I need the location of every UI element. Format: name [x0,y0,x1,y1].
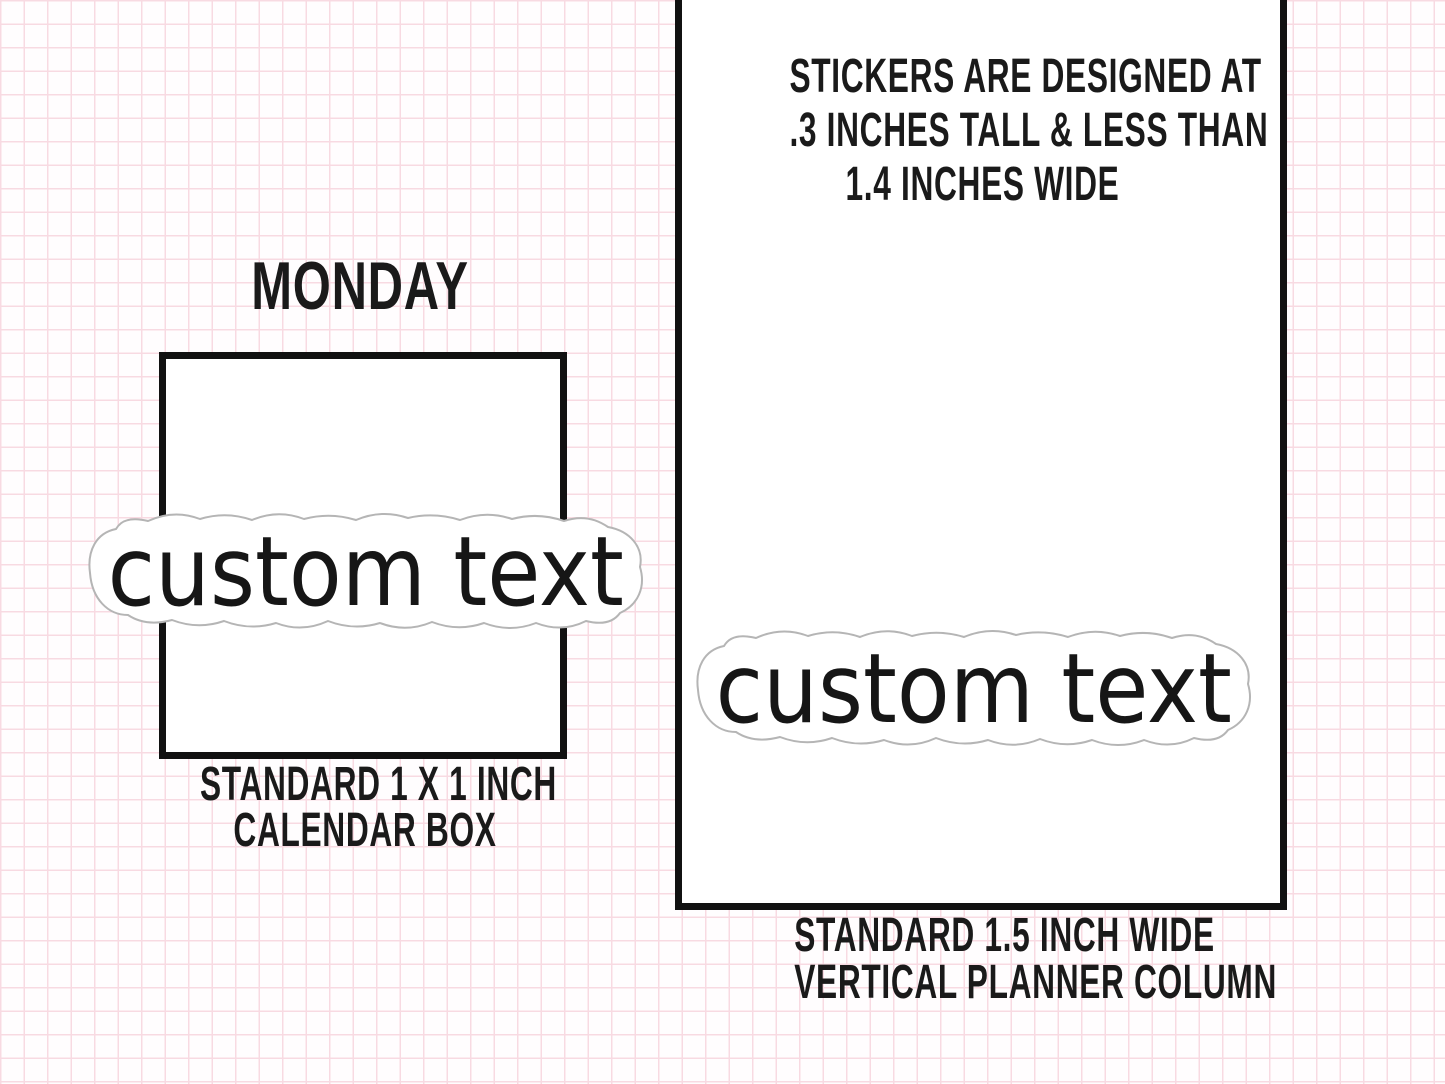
caption-line: STANDARD 1 X 1 INCH [200,758,557,811]
sticker-diecut-outline [88,513,643,629]
caption-line: CALENDAR BOX [233,804,497,857]
note-line: .3 INCHES TALL & LESS THAN [789,104,1269,157]
calendar-box-caption: STANDARD 1 X 1 INCH CALENDAR BOX [200,758,557,857]
note-line: STICKERS ARE DESIGNED AT [789,50,1262,103]
planner-column-caption: STANDARD 1.5 INCH WIDE VERTICAL PLANNER … [794,909,1277,1009]
sticker-diecut-outline [696,630,1251,746]
design-size-note: STICKERS ARE DESIGNED AT .3 INCHES TALL … [789,50,1269,212]
caption-line: VERTICAL PLANNER COLUMN [794,956,1277,1009]
note-line: 1.4 INCHES WIDE [845,158,1120,211]
day-label: MONDAY [251,248,469,324]
custom-text-sticker-right: custom text [688,620,1260,758]
sticker-text: custom text [107,516,625,628]
custom-text-sticker-left: custom text [80,503,652,641]
sticker-text: custom text [715,633,1233,745]
caption-line: STANDARD 1.5 INCH WIDE [794,909,1215,962]
planner-column-box [675,0,1287,910]
